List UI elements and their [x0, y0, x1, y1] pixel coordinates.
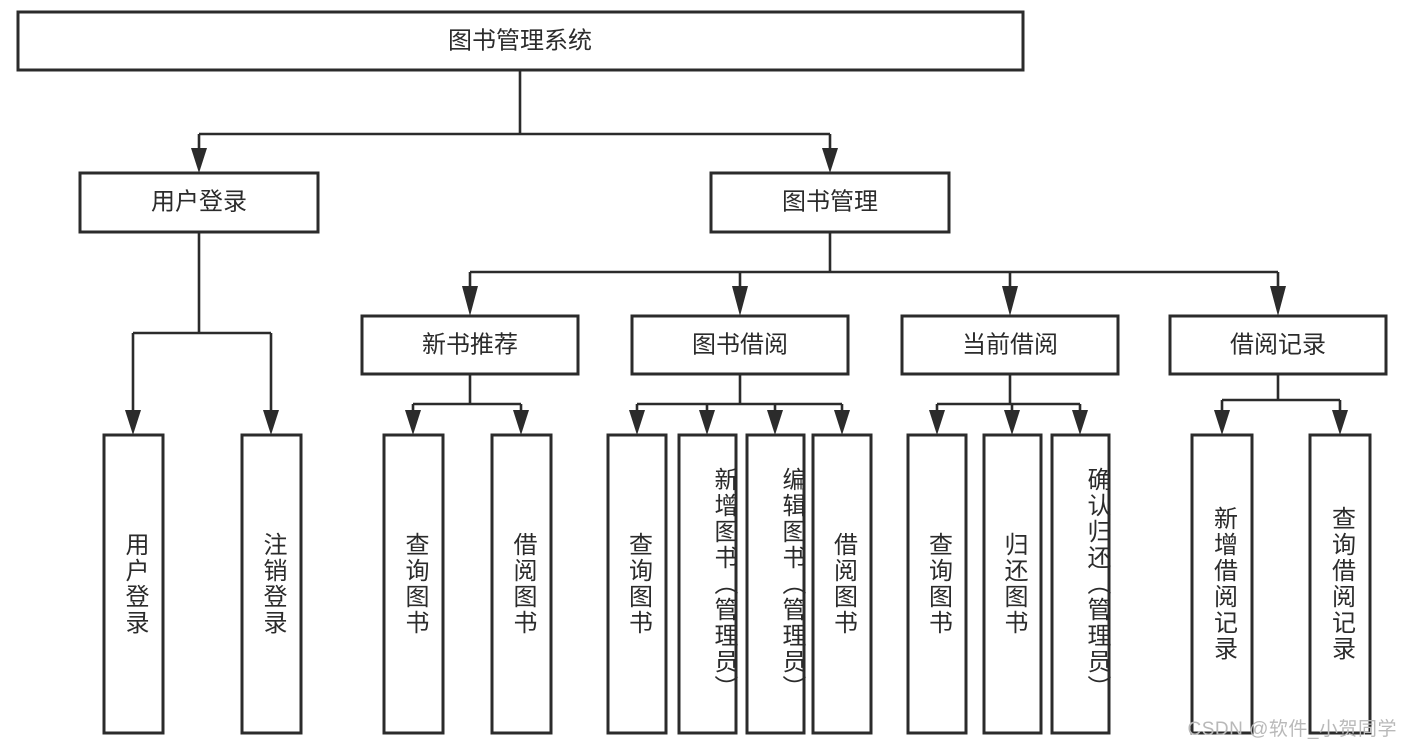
leaf-box-user-login-0[interactable] — [102, 433, 165, 735]
arrowhead-leaf-book-borrow-1 — [699, 410, 715, 435]
arrowhead-leaf-borrow-record-1 — [1332, 410, 1348, 435]
leaf-box-current-borrow-2[interactable] — [1050, 433, 1111, 735]
node-book-mgmt-box[interactable] — [709, 171, 951, 234]
arrowhead-leaf-new-book-1 — [513, 410, 529, 435]
arrowhead-book-borrow — [732, 286, 748, 316]
node-current-borrow-label: 当前借阅 — [962, 331, 1058, 358]
node-borrow-record-box[interactable] — [1168, 314, 1388, 376]
arrowhead-leaf-current-borrow-2 — [1072, 410, 1088, 435]
arrowhead-leaf-book-borrow-0 — [629, 410, 645, 435]
arrowhead-leaf-book-borrow-2 — [767, 410, 783, 435]
arrowhead-leaf-current-borrow-0 — [929, 410, 945, 435]
arrowhead-leaf-book-borrow-3 — [834, 410, 850, 435]
arrowhead-new-book — [462, 286, 478, 316]
watermark-text: CSDN @软件_小贺同学 — [1187, 719, 1397, 740]
node-new-book-box[interactable] — [360, 314, 580, 376]
arrowhead-leaf-new-book-0 — [405, 410, 421, 435]
leaf-box-book-borrow-2[interactable] — [745, 433, 806, 735]
leaf-box-new-book-1[interactable] — [490, 433, 553, 735]
arrowhead-book-mgmt — [822, 148, 838, 173]
leaf-box-borrow-record-1[interactable] — [1308, 433, 1372, 735]
node-book-borrow-box[interactable] — [630, 314, 850, 376]
arrowhead-leaf-current-borrow-1 — [1004, 410, 1020, 435]
node-new-book-label: 新书推荐 — [422, 331, 518, 358]
node-current-borrow-box[interactable] — [900, 314, 1120, 376]
arrowhead-leaf-borrow-record-0 — [1214, 410, 1230, 435]
node-user-login-box[interactable] — [78, 171, 320, 234]
leaf-box-new-book-0[interactable] — [382, 433, 445, 735]
leaf-box-current-borrow-0[interactable] — [906, 433, 968, 735]
node-root-box[interactable] — [16, 10, 1025, 72]
node-book-borrow-label: 图书借阅 — [692, 331, 788, 358]
leaf-box-user-login-1[interactable] — [240, 433, 303, 735]
arrowhead-borrow-record — [1270, 286, 1286, 316]
arrowhead-current-borrow — [1002, 286, 1018, 316]
arrowhead-user-login — [191, 148, 207, 173]
arrowhead-leaf-user-login-1 — [263, 410, 279, 435]
node-user-login-label: 用户登录 — [151, 188, 247, 215]
leaf-box-book-borrow-3[interactable] — [811, 433, 873, 735]
node-root-label: 图书管理系统 — [448, 27, 592, 54]
node-book-mgmt-label: 图书管理 — [782, 188, 878, 215]
leaf-box-book-borrow-0[interactable] — [606, 433, 668, 735]
leaf-box-borrow-record-0[interactable] — [1190, 433, 1254, 735]
connector-layer — [125, 70, 1348, 435]
arrowhead-leaf-user-login-0 — [125, 410, 141, 435]
node-layer: 图书管理系统 用户登录 图书管理 新书推荐 图书借阅 当前借阅 借阅记录 — [16, 10, 1388, 735]
node-borrow-record-label: 借阅记录 — [1230, 331, 1326, 358]
leaf-box-book-borrow-1[interactable] — [677, 433, 738, 735]
leaf-box-current-borrow-1[interactable] — [982, 433, 1043, 735]
